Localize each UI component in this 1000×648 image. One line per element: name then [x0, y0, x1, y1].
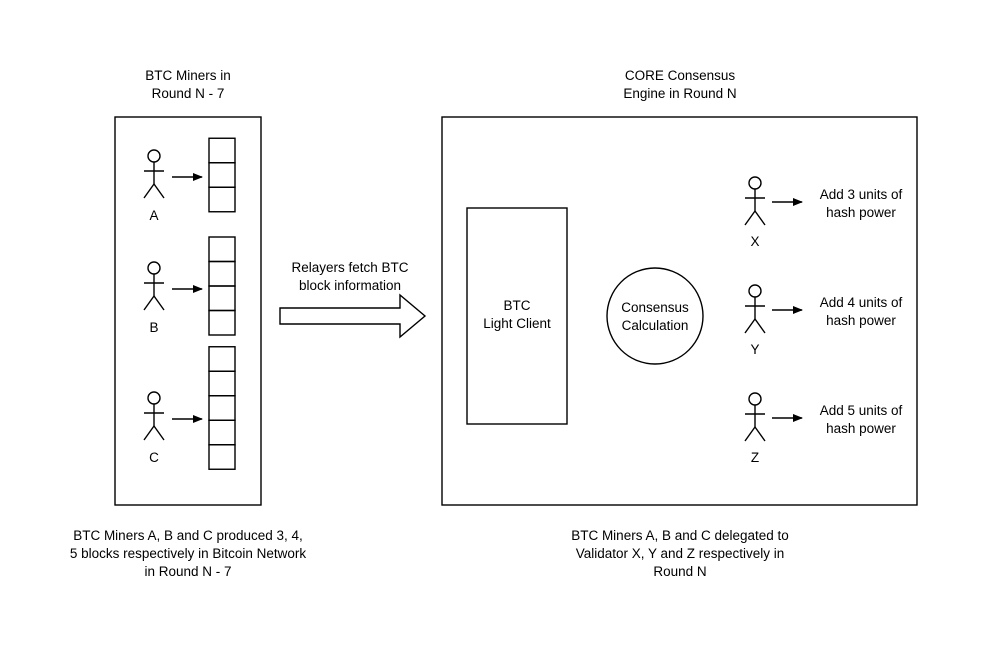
right-title-line-1: CORE Consensus [625, 68, 736, 83]
left-title-line-2: Round N - 7 [152, 86, 225, 101]
block-cell [208, 260, 236, 287]
light-client-line-2: Light Client [483, 316, 551, 331]
left-title-line-1: BTC Miners in [145, 68, 231, 83]
miner-c-label: C [149, 450, 159, 465]
btc-miners-box [114, 116, 262, 506]
miner-a-label: A [149, 208, 158, 223]
validator-y-action-line-1: Add 4 units of [820, 295, 903, 310]
miners-group: A B C [143, 137, 236, 470]
validator-y-label: Y [750, 342, 759, 357]
relay-label-line-1: Relayers fetch BTC [291, 260, 408, 275]
block-cell [208, 162, 236, 188]
relay-arrow [279, 293, 427, 339]
light-client-line-1: BTC [504, 298, 531, 313]
validator-y-action-line-2: hash power [826, 313, 896, 328]
validator-y-figure [744, 284, 766, 334]
left-caption-line-1: BTC Miners A, B and C produced 3, 4, [73, 528, 303, 543]
validator-z-figure [744, 392, 766, 442]
consensus-engine-box [441, 116, 918, 506]
block-cell [208, 236, 236, 263]
block-cell [208, 419, 236, 446]
block-cell [208, 444, 236, 470]
left-caption-line-2: 5 blocks respectively in Bitcoin Network [70, 546, 307, 561]
block-cell [208, 395, 236, 421]
light-client-box [466, 207, 568, 425]
validator-z-action-line-2: hash power [826, 421, 896, 436]
validator-x-action-line-2: hash power [826, 205, 896, 220]
left-caption-line-3: in Round N - 7 [144, 564, 231, 579]
right-caption-line-3: Round N [653, 564, 706, 579]
consensus-circle [606, 267, 704, 365]
block-cell [208, 285, 236, 312]
validator-x-figure [744, 176, 766, 226]
consensus-line-2: Calculation [622, 318, 689, 333]
consensus-line-1: Consensus [621, 300, 689, 315]
block-cell [208, 137, 236, 164]
block-cell [208, 370, 236, 397]
block-cell [208, 309, 236, 336]
block-cell [208, 186, 236, 213]
miner-b-figure [143, 261, 165, 311]
right-title-line-2: Engine in Round N [623, 86, 736, 101]
relay-label-line-2: block information [299, 278, 401, 293]
miner-b-label: B [149, 320, 158, 335]
right-caption-line-1: BTC Miners A, B and C delegated to [571, 528, 789, 543]
miner-a-figure [143, 149, 165, 199]
validator-z-label: Z [751, 450, 759, 465]
miner-c-figure [143, 391, 165, 441]
validator-x-label: X [750, 234, 759, 249]
validator-x-action-line-1: Add 3 units of [820, 187, 903, 202]
validator-z-action-line-1: Add 5 units of [820, 403, 903, 418]
block-cell [208, 346, 236, 372]
right-caption-line-2: Validator X, Y and Z respectively in [576, 546, 785, 561]
